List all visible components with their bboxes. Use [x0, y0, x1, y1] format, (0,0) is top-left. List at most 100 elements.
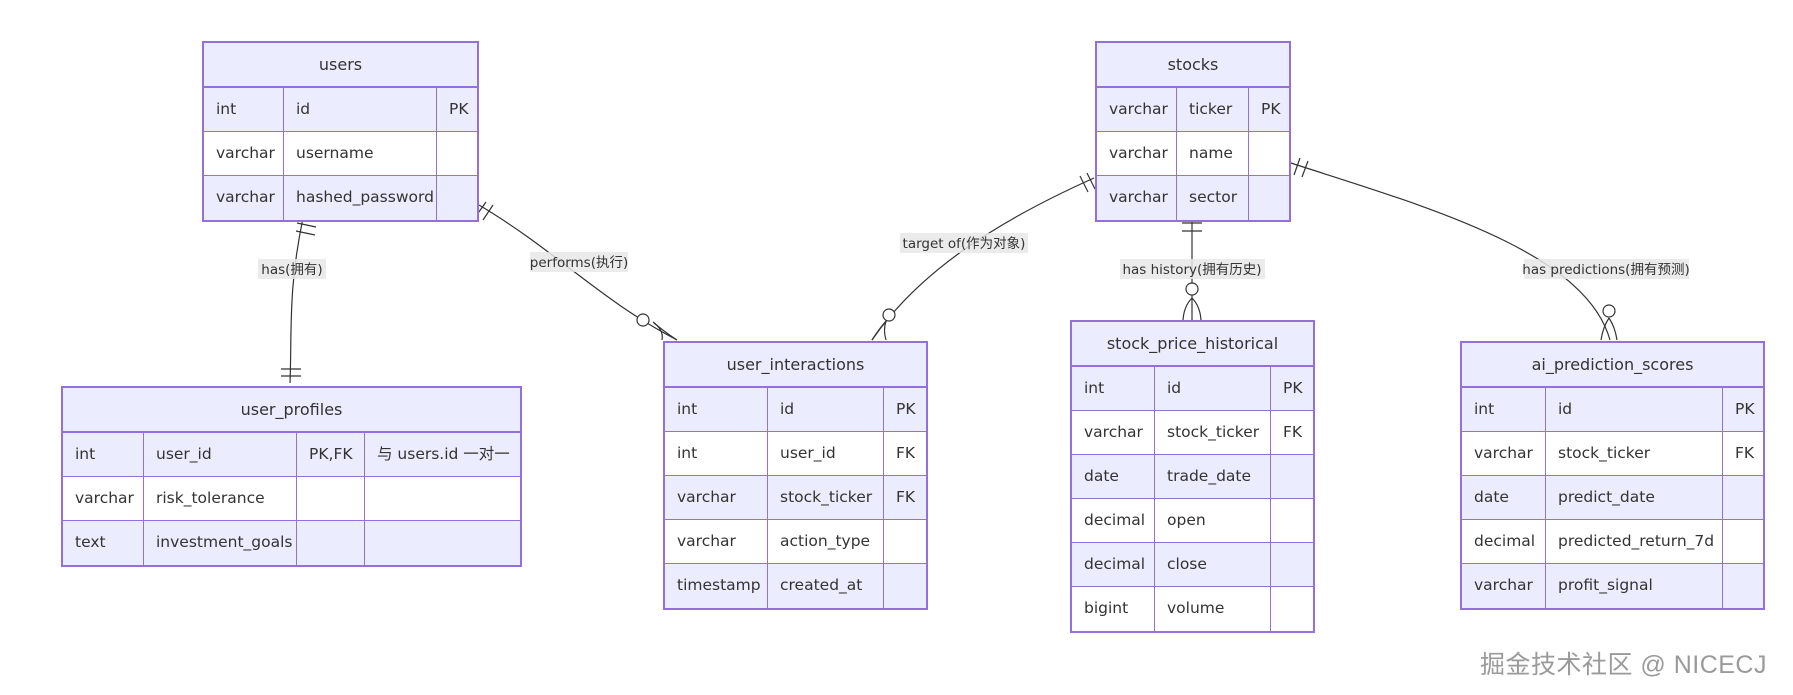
- attribute-row: varchar stock_ticker FK: [1072, 411, 1313, 455]
- attribute-name: stock_ticker: [1546, 432, 1723, 475]
- attribute-key: [1723, 520, 1763, 563]
- entity-title: user_interactions: [665, 343, 926, 388]
- attribute-name: investment_goals: [144, 521, 297, 565]
- attribute-name: id: [1155, 367, 1271, 410]
- attribute-row: int user_id FK: [665, 432, 926, 476]
- attribute-type: bigint: [1072, 587, 1155, 631]
- entity-users[interactable]: users int id PK varchar username varchar…: [202, 41, 479, 222]
- attribute-key: FK: [896, 488, 916, 506]
- attribute-row: varchar sector: [1097, 176, 1289, 220]
- attribute-type: int: [63, 433, 144, 476]
- rel-line-has: [289, 217, 304, 384]
- attribute-name: user_id: [768, 432, 884, 475]
- attribute-key: [1249, 176, 1289, 220]
- attribute-key: FK: [1283, 423, 1303, 441]
- attribute-name: ticker: [1177, 88, 1249, 131]
- attribute-type: int: [665, 432, 768, 475]
- attribute-row: varchar stock_ticker FK: [665, 476, 926, 520]
- attribute-key: PK: [1261, 100, 1281, 118]
- attribute-key: [437, 132, 477, 175]
- attribute-name: stock_ticker: [768, 476, 884, 519]
- svg-text:has(拥有): has(拥有): [261, 262, 322, 278]
- attribute-type: int: [665, 388, 768, 431]
- attribute-row: varchar name: [1097, 132, 1289, 176]
- entity-user-interactions[interactable]: user_interactions int id PK int user_id …: [663, 341, 928, 610]
- attribute-row: decimal predicted_return_7d: [1462, 520, 1763, 564]
- attribute-key: [297, 521, 365, 565]
- attribute-key: [1723, 564, 1763, 608]
- attribute-name: risk_tolerance: [144, 477, 297, 520]
- attribute-type: date: [1072, 455, 1155, 498]
- attribute-key: PK: [896, 400, 916, 418]
- attribute-row: int id PK: [1072, 367, 1313, 411]
- svg-text:has predictions(拥有预测): has predictions(拥有预测): [1522, 262, 1689, 278]
- entity-ai-prediction-scores[interactable]: ai_prediction_scores int id PK varchar s…: [1460, 341, 1765, 610]
- attribute-name: close: [1155, 543, 1271, 586]
- attribute-row: varchar stock_ticker FK: [1462, 432, 1763, 476]
- attribute-name: id: [1546, 388, 1723, 431]
- attribute-name: trade_date: [1155, 455, 1271, 498]
- rel-label-target-of: target of(作为对象): [900, 233, 1028, 253]
- attribute-key: PK,FK: [297, 433, 365, 476]
- attribute-key: [884, 520, 926, 563]
- attribute-row: timestamp created_at: [665, 564, 926, 608]
- attribute-key: [1271, 543, 1313, 586]
- rel-label-performs: performs(执行): [530, 252, 628, 272]
- attribute-comment: 与 users.id 一对一: [377, 445, 510, 463]
- attribute-key: PK: [1283, 379, 1303, 397]
- attribute-type: decimal: [1462, 520, 1546, 563]
- attribute-name: name: [1177, 132, 1249, 175]
- attribute-row: bigint volume: [1072, 587, 1313, 631]
- attribute-row: int id PK: [1462, 388, 1763, 432]
- attribute-type: int: [204, 88, 284, 131]
- attribute-type: varchar: [204, 132, 284, 175]
- attribute-key: [1249, 132, 1289, 175]
- attribute-row: varchar hashed_password: [204, 176, 477, 220]
- attribute-type: varchar: [1097, 88, 1177, 131]
- attribute-row: decimal open: [1072, 499, 1313, 543]
- attribute-name: volume: [1155, 587, 1271, 631]
- attribute-name: id: [284, 88, 437, 131]
- entity-stock-price-historical[interactable]: stock_price_historical int id PK varchar…: [1070, 320, 1315, 633]
- attribute-type: decimal: [1072, 499, 1155, 542]
- attribute-type: varchar: [1462, 432, 1546, 475]
- rel-label-has-predictions: has predictions(拥有预测): [1522, 259, 1690, 279]
- attribute-row: decimal close: [1072, 543, 1313, 587]
- attribute-name: sector: [1177, 176, 1249, 220]
- attribute-type: decimal: [1072, 543, 1155, 586]
- entity-user-profiles[interactable]: user_profiles int user_id PK,FK 与 users.…: [61, 386, 522, 567]
- attribute-type: int: [1462, 388, 1546, 431]
- rel-label-has: has(拥有): [258, 259, 326, 279]
- attribute-name: id: [768, 388, 884, 431]
- rel-label-has-history: has history(拥有历史): [1120, 259, 1265, 279]
- svg-text:target of(作为对象): target of(作为对象): [903, 236, 1026, 252]
- attribute-key: PK: [449, 100, 469, 118]
- attribute-name: predicted_return_7d: [1546, 520, 1723, 563]
- attribute-key: [1723, 476, 1763, 519]
- attribute-name: user_id: [144, 433, 297, 476]
- attribute-key: [1271, 587, 1313, 631]
- attribute-name: hashed_password: [284, 176, 437, 220]
- entity-title: users: [204, 43, 477, 88]
- attribute-key: PK: [1735, 400, 1755, 418]
- attribute-type: varchar: [204, 176, 284, 220]
- rel-line-performs: [478, 204, 678, 341]
- attribute-type: varchar: [1072, 411, 1155, 454]
- attribute-name: action_type: [768, 520, 884, 563]
- attribute-type: date: [1462, 476, 1546, 519]
- attribute-name: created_at: [768, 564, 884, 608]
- attribute-row: int id PK: [204, 88, 477, 132]
- attribute-name: predict_date: [1546, 476, 1723, 519]
- entity-title: user_profiles: [63, 388, 520, 433]
- attribute-row: text investment_goals: [63, 521, 520, 565]
- attribute-type: varchar: [665, 476, 768, 519]
- attribute-comment: [365, 521, 520, 565]
- attribute-type: varchar: [1462, 564, 1546, 608]
- attribute-row: varchar risk_tolerance: [63, 477, 520, 521]
- svg-text:performs(执行): performs(执行): [530, 255, 628, 271]
- attribute-key: [1271, 455, 1313, 498]
- attribute-key: FK: [1735, 444, 1755, 462]
- attribute-row: int user_id PK,FK 与 users.id 一对一: [63, 433, 520, 477]
- entity-stocks[interactable]: stocks varchar ticker PK varchar name va…: [1095, 41, 1291, 222]
- attribute-row: varchar profit_signal: [1462, 564, 1763, 608]
